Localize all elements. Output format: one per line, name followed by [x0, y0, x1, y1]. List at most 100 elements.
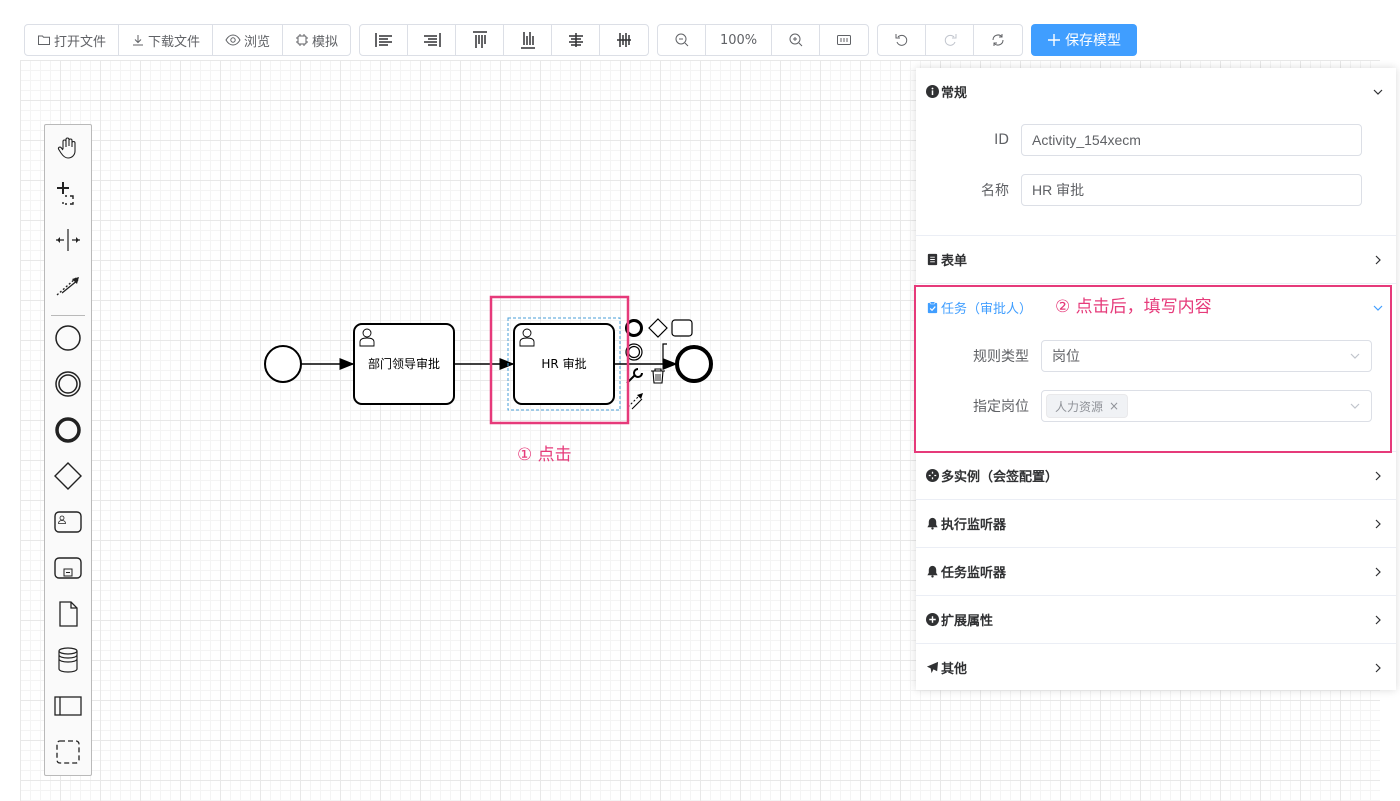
section-multi-instance-title: 多实例（会签配置） — [941, 470, 1059, 485]
plus-circle-icon — [926, 613, 939, 626]
file-button-group: 打开文件 下载文件 浏览 模拟 — [24, 24, 352, 56]
section-multi-instance: 多实例（会签配置） — [916, 452, 1396, 500]
section-form-header[interactable]: 表单 — [916, 236, 1396, 283]
preview-label: 浏览 — [244, 34, 271, 50]
chevron-right-icon — [1375, 519, 1381, 528]
align-center-button[interactable] — [600, 25, 648, 55]
section-other-header[interactable]: 其他 — [916, 644, 1396, 691]
section-task-listener-header[interactable]: 任务监听器 — [916, 548, 1396, 595]
create-end-event[interactable] — [45, 410, 91, 450]
align-right-button[interactable] — [408, 25, 457, 55]
note-fill-in: ② 点击后，填写内容 — [1055, 297, 1212, 317]
fit-viewport-button[interactable] — [820, 25, 868, 55]
simulate-button[interactable]: 模拟 — [283, 25, 350, 55]
eye-icon — [225, 34, 241, 46]
align-bottom-button[interactable] — [504, 25, 553, 55]
align-top-icon — [472, 31, 487, 48]
send-icon — [926, 661, 939, 674]
section-other: 其他 — [916, 644, 1396, 691]
create-pool[interactable] — [45, 686, 91, 726]
section-execution-listener-header[interactable]: 执行监听器 — [916, 500, 1396, 547]
end-event-icon — [55, 417, 81, 443]
chevron-down-icon — [1350, 403, 1360, 409]
data-object-icon — [59, 601, 78, 627]
simulate-label: 模拟 — [312, 34, 339, 50]
section-extension-properties-title: 扩展属性 — [941, 614, 994, 629]
restart-button[interactable] — [974, 25, 1022, 55]
preview-button[interactable]: 浏览 — [213, 25, 284, 55]
form-icon — [927, 253, 938, 266]
download-file-button[interactable]: 下载文件 — [119, 25, 214, 55]
fill-in-highlight-box — [914, 285, 1392, 453]
create-user-task[interactable] — [45, 502, 91, 542]
rule-type-select[interactable]: 岗位 — [1041, 340, 1372, 372]
assigned-post-select[interactable]: 人力资源 × — [1041, 390, 1372, 422]
space-tool[interactable] — [45, 220, 91, 260]
create-subprocess[interactable] — [45, 548, 91, 588]
open-file-button[interactable]: 打开文件 — [25, 25, 120, 55]
section-form: 表单 — [916, 236, 1396, 284]
name-field[interactable]: HR 审批 — [1021, 174, 1362, 206]
align-middle-button[interactable] — [552, 25, 601, 55]
chevron-right-icon — [1375, 567, 1381, 576]
open-file-label: 打开文件 — [54, 34, 107, 50]
pool-icon — [54, 696, 82, 716]
append-task-icon[interactable] — [671, 319, 693, 337]
connect-icon[interactable] — [627, 393, 643, 410]
end-event[interactable] — [675, 345, 713, 383]
cpu-icon — [296, 34, 309, 46]
task2-label: HR 审批 — [541, 356, 586, 371]
align-top-button[interactable] — [456, 25, 505, 55]
append-end-event-icon[interactable] — [625, 319, 643, 337]
redo-button[interactable] — [926, 25, 975, 55]
section-multi-instance-header[interactable]: 多实例（会签配置） — [916, 452, 1396, 499]
redo-icon — [944, 34, 957, 46]
align-right-icon — [423, 33, 441, 47]
zoom-out-button[interactable] — [658, 25, 707, 55]
id-field[interactable]: Activity_154xecm — [1021, 124, 1362, 156]
start-event-icon — [55, 325, 81, 351]
user-icon — [359, 328, 375, 347]
start-event[interactable] — [264, 345, 302, 383]
save-model-button[interactable]: 保存模型 — [1031, 24, 1138, 56]
zoom-out-icon — [675, 33, 688, 47]
section-other-title: 其他 — [941, 662, 968, 677]
id-label: ID — [994, 132, 1009, 148]
rule-type-row: 规则类型 岗位 — [916, 331, 1396, 381]
create-data-object[interactable] — [45, 594, 91, 634]
info-icon — [926, 85, 939, 98]
section-general-header[interactable]: 常规 — [916, 68, 1396, 115]
post-tag: 人力资源 × — [1046, 394, 1129, 418]
hand-tool[interactable] — [45, 128, 91, 168]
task1-label: 部门领导审批 — [368, 356, 440, 371]
tag-close-icon[interactable]: × — [1109, 399, 1120, 413]
section-extension-properties-header[interactable]: 扩展属性 — [916, 596, 1396, 643]
append-gateway-icon[interactable] — [648, 318, 668, 338]
global-connect-tool[interactable] — [45, 266, 91, 306]
create-group[interactable] — [45, 732, 91, 772]
folder-icon — [38, 35, 50, 45]
user-icon — [519, 328, 535, 347]
connect-icon — [56, 277, 79, 296]
fit-icon — [837, 35, 852, 45]
create-gateway[interactable] — [45, 456, 91, 496]
create-data-store[interactable] — [45, 640, 91, 680]
lasso-tool[interactable] — [45, 173, 91, 213]
undo-button[interactable] — [878, 25, 927, 55]
history-button-group — [877, 24, 1024, 56]
align-left-button[interactable] — [360, 25, 409, 55]
tool-palette — [44, 124, 92, 776]
create-intermediate-event[interactable] — [45, 364, 91, 404]
palette-separator — [51, 315, 85, 316]
text-annotation-icon[interactable] — [662, 343, 667, 363]
post-tag-label: 人力资源 — [1055, 399, 1104, 414]
rule-type-label: 规则类型 — [973, 349, 1029, 365]
align-button-group — [359, 24, 650, 56]
section-task-listener: 任务监听器 — [916, 548, 1396, 596]
create-start-event[interactable] — [45, 318, 91, 358]
gateway-icon — [54, 462, 82, 490]
zoom-in-button[interactable] — [772, 25, 821, 55]
rule-type-value: 岗位 — [1052, 349, 1080, 365]
section-task-header[interactable]: 任务（审批人） — [916, 284, 1396, 331]
delete-trash-icon[interactable] — [651, 368, 665, 384]
